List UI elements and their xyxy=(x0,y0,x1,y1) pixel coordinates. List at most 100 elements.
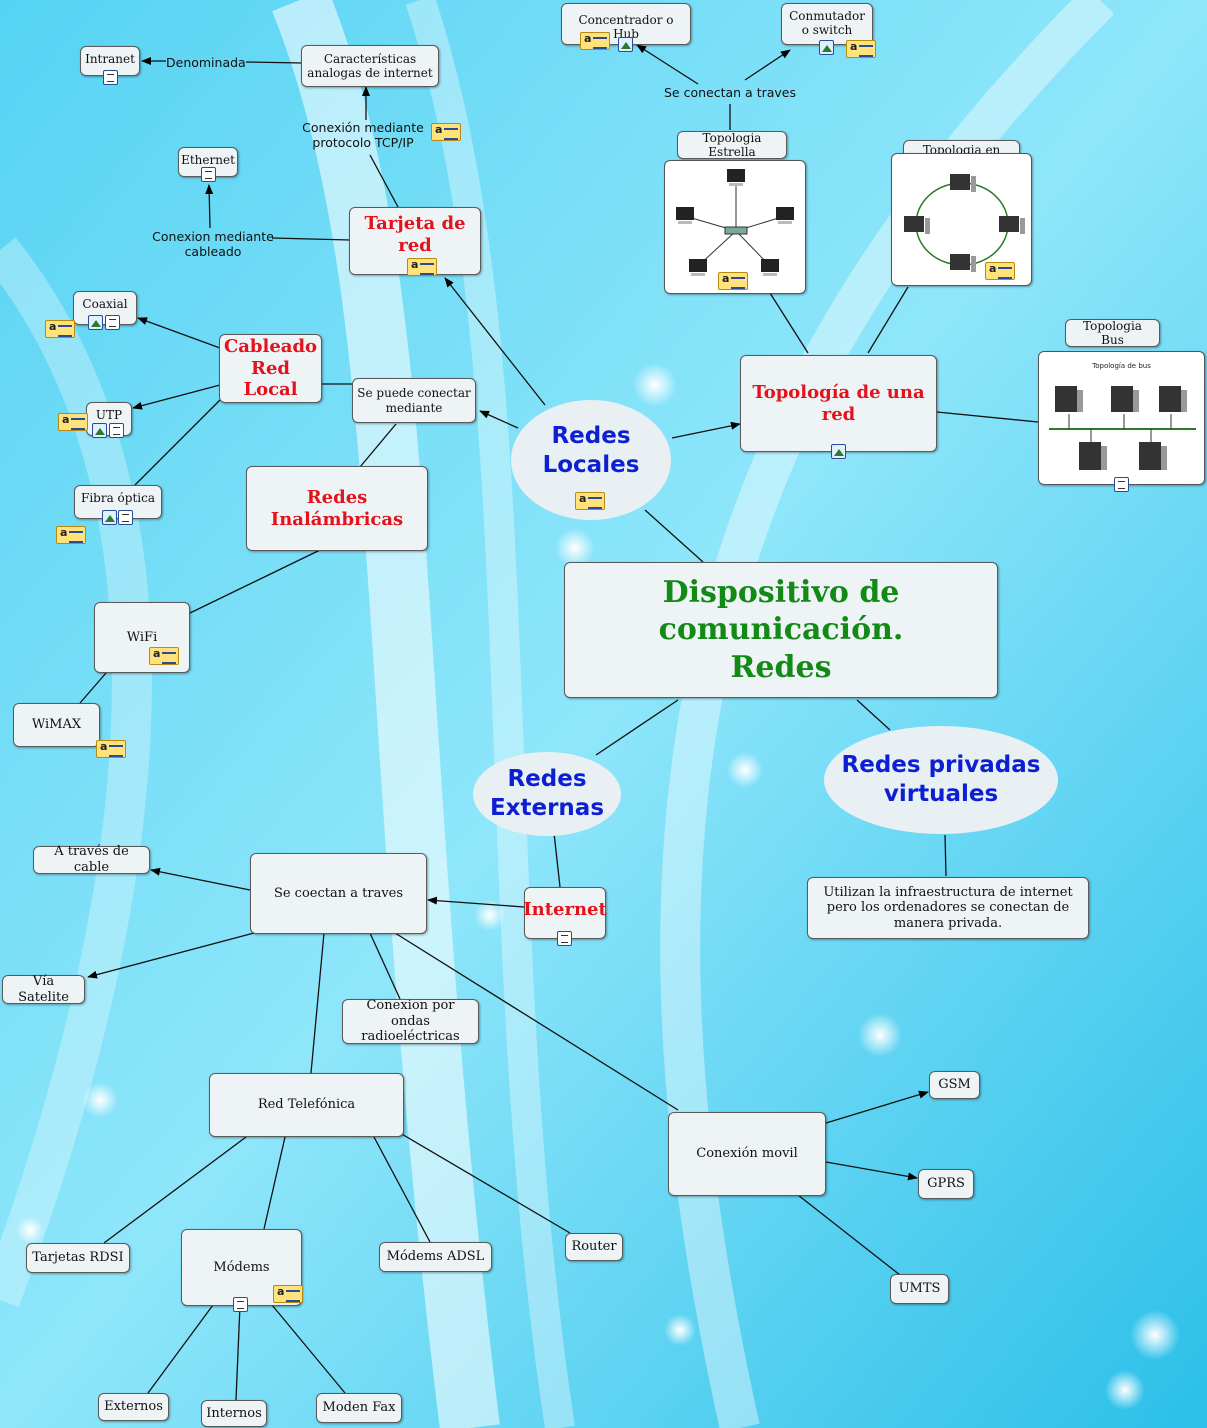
gprs-text: GPRS xyxy=(927,1176,965,1192)
se-coectan-text: Se coectan a traves xyxy=(273,885,404,901)
modems-text: Módems xyxy=(213,1259,270,1275)
via-satelite-node[interactable]: Vía Satelite xyxy=(2,973,85,1005)
note-icon[interactable] xyxy=(431,123,461,141)
red-telefonica-node[interactable]: Red Telefónica xyxy=(209,1073,404,1137)
conexion-ondas-node[interactable]: Conexion por ondas radioeléctricas xyxy=(342,998,479,1045)
tarjeta-red-node[interactable]: Tarjeta de red xyxy=(349,207,481,275)
note-icon[interactable] xyxy=(575,492,605,510)
image-icon[interactable] xyxy=(618,37,633,52)
note-icon[interactable] xyxy=(985,262,1015,280)
document-icon[interactable] xyxy=(109,423,124,438)
conexion-ondas-text: Conexion por ondas radioeléctricas xyxy=(361,998,460,1045)
tarjetas-rdsi-node[interactable]: Tarjetas RDSI xyxy=(26,1243,130,1273)
tarjeta-red-text: Tarjeta de red xyxy=(364,213,466,256)
tarjetas-rdsi-text: Tarjetas RDSI xyxy=(32,1250,124,1266)
topologia-bus-text: Topologia Bus xyxy=(1083,318,1142,347)
intranet-text: Intranet xyxy=(85,51,135,66)
gprs-node[interactable]: GPRS xyxy=(918,1169,974,1199)
red-telefonica-text: Red Telefónica xyxy=(257,1097,356,1113)
document-icon[interactable] xyxy=(233,1297,248,1312)
redes-externas-node[interactable]: Redes Externas xyxy=(473,752,621,836)
redes-privadas-node[interactable]: Redes privadas virtuales xyxy=(824,726,1058,834)
note-icon[interactable] xyxy=(273,1285,303,1303)
topologia-estrella-node[interactable]: Topologia Estrella xyxy=(677,131,787,159)
redes-inalambricas-text: Redes Inalámbricas xyxy=(270,486,404,530)
redes-externas-line1: Redes xyxy=(507,766,587,793)
note-icon[interactable] xyxy=(56,526,86,544)
note-icon[interactable] xyxy=(58,413,88,431)
gsm-text: GSM xyxy=(938,1077,971,1093)
topologia-red-node[interactable]: Topología de una red xyxy=(740,355,937,452)
coaxial-text: Coaxial xyxy=(82,296,128,311)
vpn-description-text: Utilizan la infraestructura de internet … xyxy=(823,884,1073,931)
note-icon[interactable] xyxy=(149,647,179,665)
intranet-node[interactable]: Intranet xyxy=(80,46,140,76)
image-icon[interactable] xyxy=(92,423,107,438)
cableado-line2: Red Local xyxy=(243,357,298,401)
note-icon[interactable] xyxy=(96,740,126,758)
redes-privadas-line2: virtuales xyxy=(883,781,999,807)
redes-locales-line1: Redes xyxy=(551,423,631,450)
externos-node[interactable]: Externos xyxy=(98,1393,169,1421)
conexion-tcpip-label: Conexión mediante protocolo TCP/IP xyxy=(302,120,424,150)
externos-text: Externos xyxy=(104,1399,163,1415)
document-icon[interactable] xyxy=(103,70,118,85)
modems-adsl-text: Módems ADSL xyxy=(386,1249,485,1265)
conmutador-text: Conmutador o switch xyxy=(789,9,865,38)
a-traves-cable-node[interactable]: A través de cable xyxy=(33,844,150,875)
document-icon[interactable] xyxy=(118,510,133,525)
moden-fax-node[interactable]: Moden Fax xyxy=(316,1393,402,1423)
se-puede-conectar-node[interactable]: Se puede conectar mediante xyxy=(352,378,476,423)
coaxial-node[interactable]: Coaxial xyxy=(73,291,137,325)
image-icon[interactable] xyxy=(819,40,834,55)
main-title-line2: Redes xyxy=(730,649,832,685)
internos-node[interactable]: Internos xyxy=(201,1400,267,1427)
topologia-bus-node[interactable]: Topologia Bus xyxy=(1065,319,1160,347)
internet-node[interactable]: Internet xyxy=(523,887,607,939)
se-puede-conectar-text: Se puede conectar mediante xyxy=(357,386,471,415)
gsm-node[interactable]: GSM xyxy=(929,1071,980,1099)
router-node[interactable]: Router xyxy=(565,1233,623,1261)
vpn-description-node[interactable]: Utilizan la infraestructura de internet … xyxy=(807,877,1089,939)
topologia-estrella-text: Topologia Estrella xyxy=(702,130,762,159)
modems-adsl-node[interactable]: Módems ADSL xyxy=(379,1242,492,1272)
document-icon[interactable] xyxy=(105,315,120,330)
denominada-label: Denominada xyxy=(166,55,246,70)
internos-text: Internos xyxy=(206,1405,262,1421)
note-icon[interactable] xyxy=(846,40,876,58)
caracteristicas-node[interactable]: Características analogas de internet xyxy=(301,45,439,87)
cableado-line1: Cableado xyxy=(223,336,318,358)
bus-topology-image-title: Topología de bus xyxy=(1092,362,1151,370)
conmutador-node[interactable]: Conmutador o switch xyxy=(781,3,873,45)
umts-text: UMTS xyxy=(898,1281,941,1297)
image-icon[interactable] xyxy=(831,444,846,459)
note-icon[interactable] xyxy=(407,258,437,276)
wimax-node[interactable]: WiMAX xyxy=(13,703,100,747)
utp-text: UTP xyxy=(95,407,123,422)
document-icon[interactable] xyxy=(1114,477,1129,492)
main-title-node[interactable]: Dispositivo de comunicación. Redes xyxy=(564,562,998,698)
conexion-movil-text: Conexión movil xyxy=(696,1146,798,1162)
umts-node[interactable]: UMTS xyxy=(890,1274,949,1304)
note-icon[interactable] xyxy=(45,320,75,338)
note-icon[interactable] xyxy=(580,32,610,50)
redes-locales-line2: Locales xyxy=(542,452,640,478)
conexion-cableado-label: Conexion mediante cableado xyxy=(152,229,274,259)
se-coectan-node[interactable]: Se coectan a traves xyxy=(250,853,427,934)
image-icon[interactable] xyxy=(102,510,117,525)
topologia-red-text: Topología de una red xyxy=(752,381,925,425)
note-icon[interactable] xyxy=(718,272,748,290)
fibra-node[interactable]: Fibra óptica xyxy=(74,485,162,519)
document-icon[interactable] xyxy=(201,167,216,182)
bus-topology-image[interactable]: Topología de bus xyxy=(1038,351,1205,485)
fibra-text: Fibra óptica xyxy=(81,490,155,505)
image-icon[interactable] xyxy=(88,315,103,330)
document-icon[interactable] xyxy=(557,931,572,946)
via-satelite-text: Vía Satelite xyxy=(18,973,69,1005)
internet-text: Internet xyxy=(523,899,607,921)
wifi-text: WiFi xyxy=(126,629,158,645)
redes-inalambricas-node[interactable]: Redes Inalámbricas xyxy=(246,466,428,551)
conexion-movil-node[interactable]: Conexión movil xyxy=(668,1112,826,1196)
cableado-node[interactable]: Cableado Red Local xyxy=(219,334,322,403)
